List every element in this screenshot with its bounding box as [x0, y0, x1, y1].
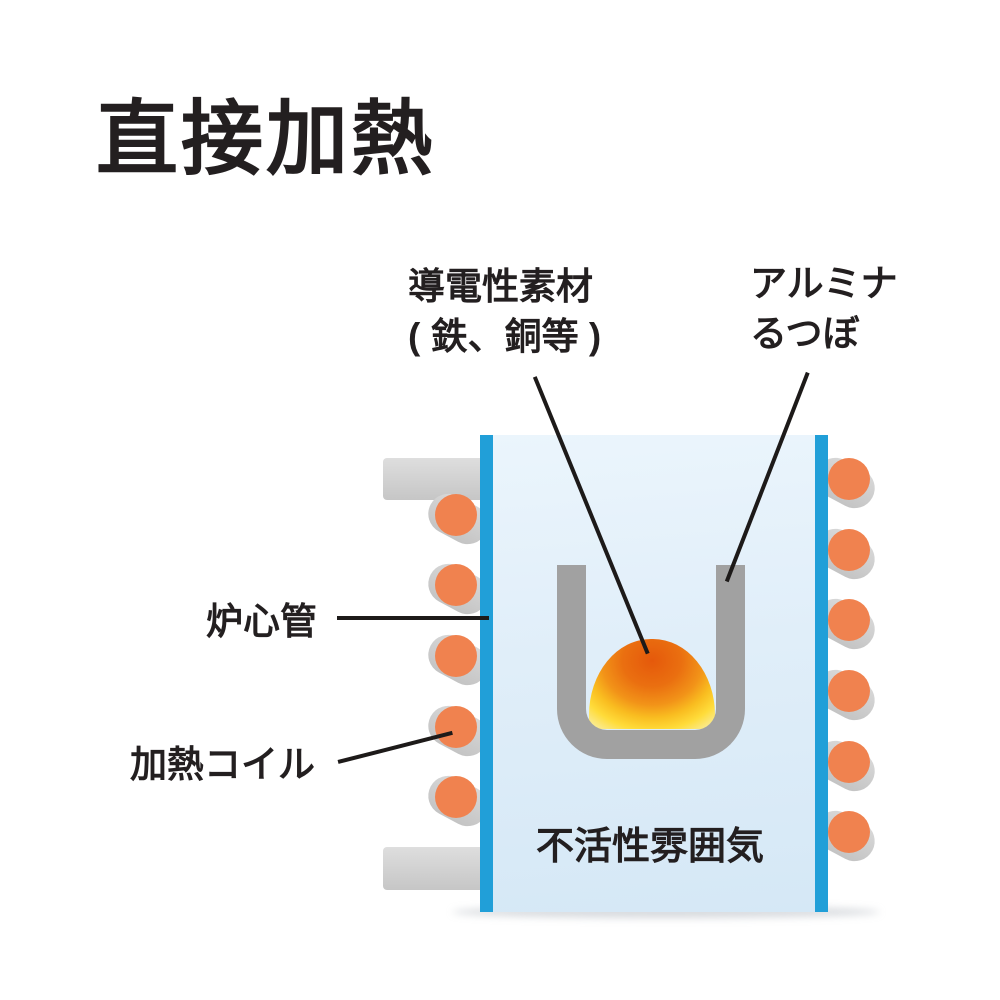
coil-turn [828, 811, 870, 853]
label-furnace-core-tube: 炉心管 [206, 601, 317, 642]
coil-lead-top [383, 458, 481, 500]
label-conductive-material-line2: ( 鉄、銅等 ) [408, 316, 602, 357]
furnace-wall-right [815, 435, 828, 912]
label-conductive-material: 導電性素材 ( 鉄、銅等 ) [408, 262, 601, 362]
coil-lead-bottom [383, 847, 481, 890]
coil-turn [435, 635, 477, 677]
coil-turn [828, 458, 870, 500]
coil-turn [828, 741, 870, 783]
coil-turn [828, 529, 870, 571]
coil-turn [435, 564, 477, 606]
label-alumina-crucible-line1: アルミナ [750, 263, 898, 304]
label-heating-coil: 加熱コイル [130, 744, 315, 785]
furnace-wall-left [480, 435, 493, 912]
leader-line-furnace-tube [337, 616, 489, 620]
label-conductive-material-line1: 導電性素材 [408, 266, 593, 307]
coil-turn [435, 776, 477, 818]
label-alumina-crucible: アルミナ るつぼ [750, 259, 898, 359]
label-inert-atmosphere: 不活性雰囲気 [536, 826, 765, 868]
coil-turn [828, 670, 870, 712]
coil-turn [828, 599, 870, 641]
crucible [557, 565, 745, 759]
leader-line-heating-coil [337, 730, 453, 764]
label-alumina-crucible-line2: るつぼ [750, 313, 860, 354]
coil-turn [435, 706, 477, 748]
coil-turn [435, 494, 477, 536]
page-title: 直接加熱 [96, 94, 437, 185]
